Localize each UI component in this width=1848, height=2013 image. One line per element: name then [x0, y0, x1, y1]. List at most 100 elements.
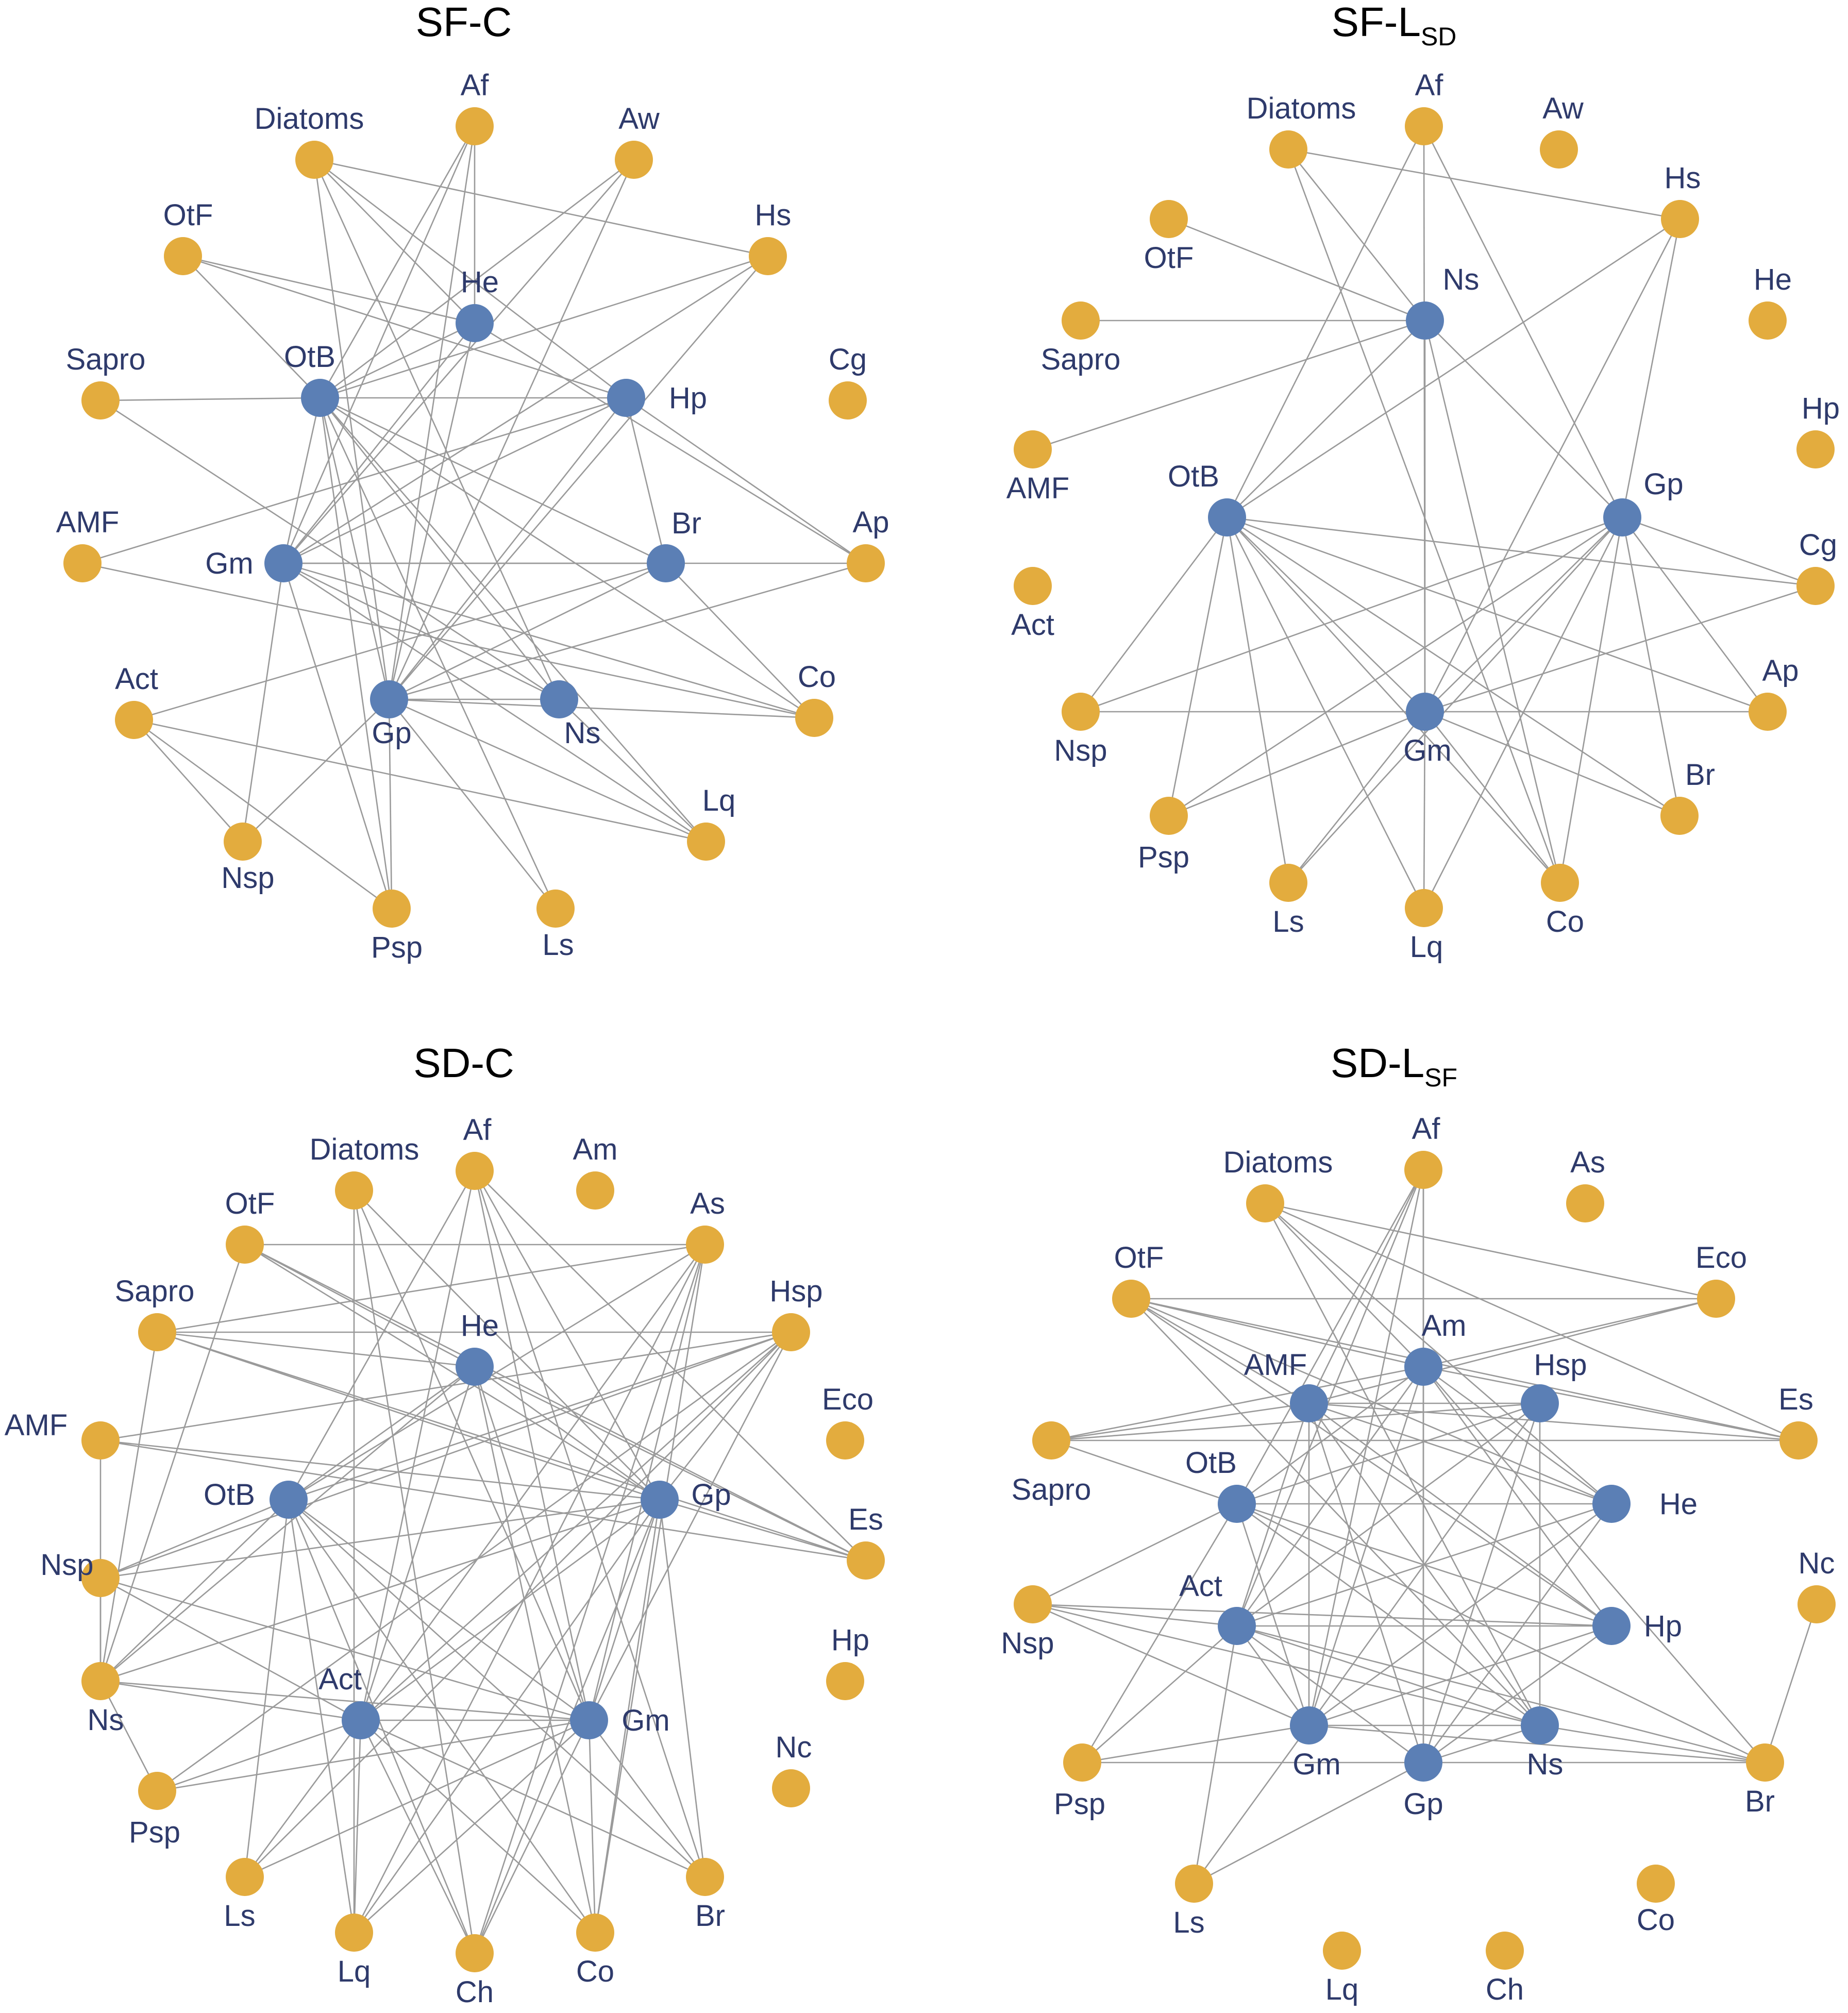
node-label-hp: Hp: [669, 381, 707, 415]
node-am: [1404, 1348, 1442, 1386]
node-lq: [1323, 1932, 1361, 1970]
edge-otb-gm: [1227, 517, 1425, 712]
edge-otb-co: [1227, 517, 1560, 883]
node-label-nsp: Nsp: [40, 1548, 93, 1582]
edge-he-gm: [1308, 1503, 1612, 1726]
edge-af-gm: [1308, 1169, 1424, 1726]
edge-otb-ap: [1227, 516, 1768, 713]
edge-ns-co: [1424, 320, 1561, 883]
node-label-gm: Gm: [1403, 734, 1451, 767]
edge-as-otb: [288, 1244, 705, 1501]
edge-he-act: [360, 1366, 476, 1721]
node-label-aw: Aw: [1542, 92, 1584, 125]
node-amf: [1290, 1384, 1328, 1422]
edge-otb-br: [1236, 1503, 1766, 1764]
node-label-nsp: Nsp: [1054, 734, 1107, 767]
edge-af-es: [474, 1170, 866, 1561]
edge-he-act: [1236, 1503, 1612, 1627]
node-gp: [370, 680, 408, 718]
node-otb: [270, 1481, 308, 1519]
node-label-af: Af: [1415, 69, 1444, 102]
edge-he-gp: [1422, 1503, 1612, 1763]
node-label-ap: Ap: [1762, 654, 1799, 687]
node-co: [1637, 1865, 1675, 1903]
node-act: [342, 1701, 380, 1739]
node-eco: [1697, 1280, 1735, 1318]
edge-hs-gm: [1424, 219, 1681, 712]
edge-am-br: [1423, 1366, 1766, 1763]
node-label-hp: Hp: [1644, 1609, 1682, 1643]
edge-as-co: [594, 1244, 706, 1933]
node-label-af: Af: [1412, 1112, 1441, 1146]
edge-otf-ns: [99, 1244, 246, 1682]
node-label-ch: Ch: [1486, 1973, 1524, 2006]
node-amf: [1014, 430, 1052, 468]
node-label-diatoms: Diatoms: [310, 1133, 419, 1166]
node-hs: [1661, 200, 1699, 238]
edge-nsp-gm: [1032, 1603, 1309, 1726]
edge-he-gm: [474, 1366, 590, 1721]
node-label-lq: Lq: [1410, 930, 1443, 964]
node-label-lq: Lq: [1325, 1973, 1359, 2006]
edge-gm-ls: [1193, 1725, 1310, 1884]
node-label-co: Co: [1637, 1903, 1675, 1937]
edge-act-psp: [133, 719, 392, 910]
node-label-act: Act: [1179, 1569, 1222, 1603]
edge-sapro-otb: [100, 397, 321, 401]
edge-diatoms-eco: [1265, 1202, 1717, 1300]
node-label-diatoms: Diatoms: [1223, 1146, 1333, 1179]
edges-sf-c: [82, 126, 866, 910]
edge-hp-br: [625, 397, 667, 564]
node-psp: [373, 890, 411, 928]
node-label-br: Br: [671, 507, 701, 540]
node-hp: [607, 379, 645, 417]
edge-diatoms-ch: [353, 1190, 476, 1954]
node-sapro: [1032, 1421, 1070, 1460]
edge-hs-otb: [320, 255, 768, 399]
edge-otb-br: [320, 397, 666, 564]
edge-otb-gm: [288, 1499, 590, 1721]
node-ls: [1175, 1865, 1213, 1903]
edge-otb-ns: [100, 1499, 289, 1682]
edge-otb-co: [320, 397, 815, 719]
node-ls: [536, 890, 575, 928]
node-lq: [1405, 889, 1443, 927]
node-es: [1779, 1421, 1818, 1460]
edge-diatoms-gm: [353, 1190, 590, 1721]
node-otb: [1208, 498, 1246, 536]
edge-act-lq: [133, 719, 707, 843]
edge-gp-lq: [389, 698, 707, 843]
edge-ns-gp: [1424, 320, 1623, 518]
edge-gp-ap: [1621, 517, 1769, 712]
node-diatoms: [295, 141, 333, 179]
edge-gp-lq: [1423, 517, 1623, 909]
node-gm: [570, 1701, 608, 1739]
node-label-otf: OtF: [1144, 241, 1194, 275]
edge-af-br: [474, 1170, 706, 1877]
panel-title-sf-lsd: SF-LSD: [1332, 0, 1457, 51]
node-gp: [1404, 1743, 1442, 1782]
edge-gp-nsp: [100, 1499, 660, 1579]
node-label-act: Act: [318, 1663, 362, 1696]
node-label-he: He: [461, 265, 499, 299]
edge-gp-cg: [1622, 516, 1816, 587]
node-label-gp: Gp: [691, 1478, 731, 1512]
node-label-sapro: Sapro: [115, 1274, 195, 1308]
node-label-gm: Gm: [621, 1704, 669, 1737]
node-aw: [1540, 130, 1578, 169]
edge-ap-gp: [389, 562, 866, 700]
node-label-otb: OtB: [284, 340, 335, 374]
node-label-aw: Aw: [618, 102, 660, 136]
edge-hp-gp: [1423, 1625, 1612, 1764]
edge-gp-ns: [100, 1499, 660, 1682]
edge-otf-ns: [1131, 1298, 1540, 1726]
node-label-nc: Nc: [776, 1731, 812, 1764]
edge-diatoms-hs: [1288, 148, 1681, 220]
edge-hp-amf: [82, 397, 627, 564]
node-label-ap: Ap: [853, 506, 889, 539]
edge-br-co: [665, 563, 815, 718]
edge-ns-act: [100, 1680, 361, 1721]
edge-nsp-act: [100, 1577, 361, 1721]
